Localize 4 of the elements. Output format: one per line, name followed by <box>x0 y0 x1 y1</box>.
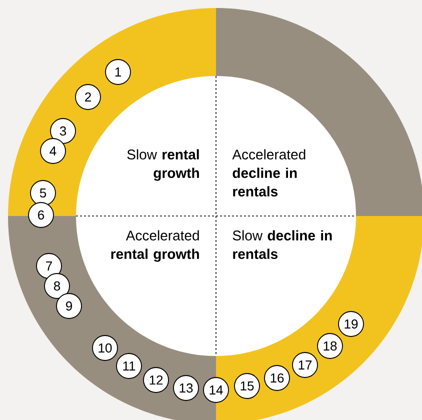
quadrant-label: Accelerated rental growth <box>111 230 199 262</box>
quadrant-label: Slow decline in rentals <box>232 230 332 259</box>
quadrant-label: Accelerated decline in rentals <box>232 149 306 196</box>
quadrant-label: Slow rental growth <box>127 149 199 181</box>
